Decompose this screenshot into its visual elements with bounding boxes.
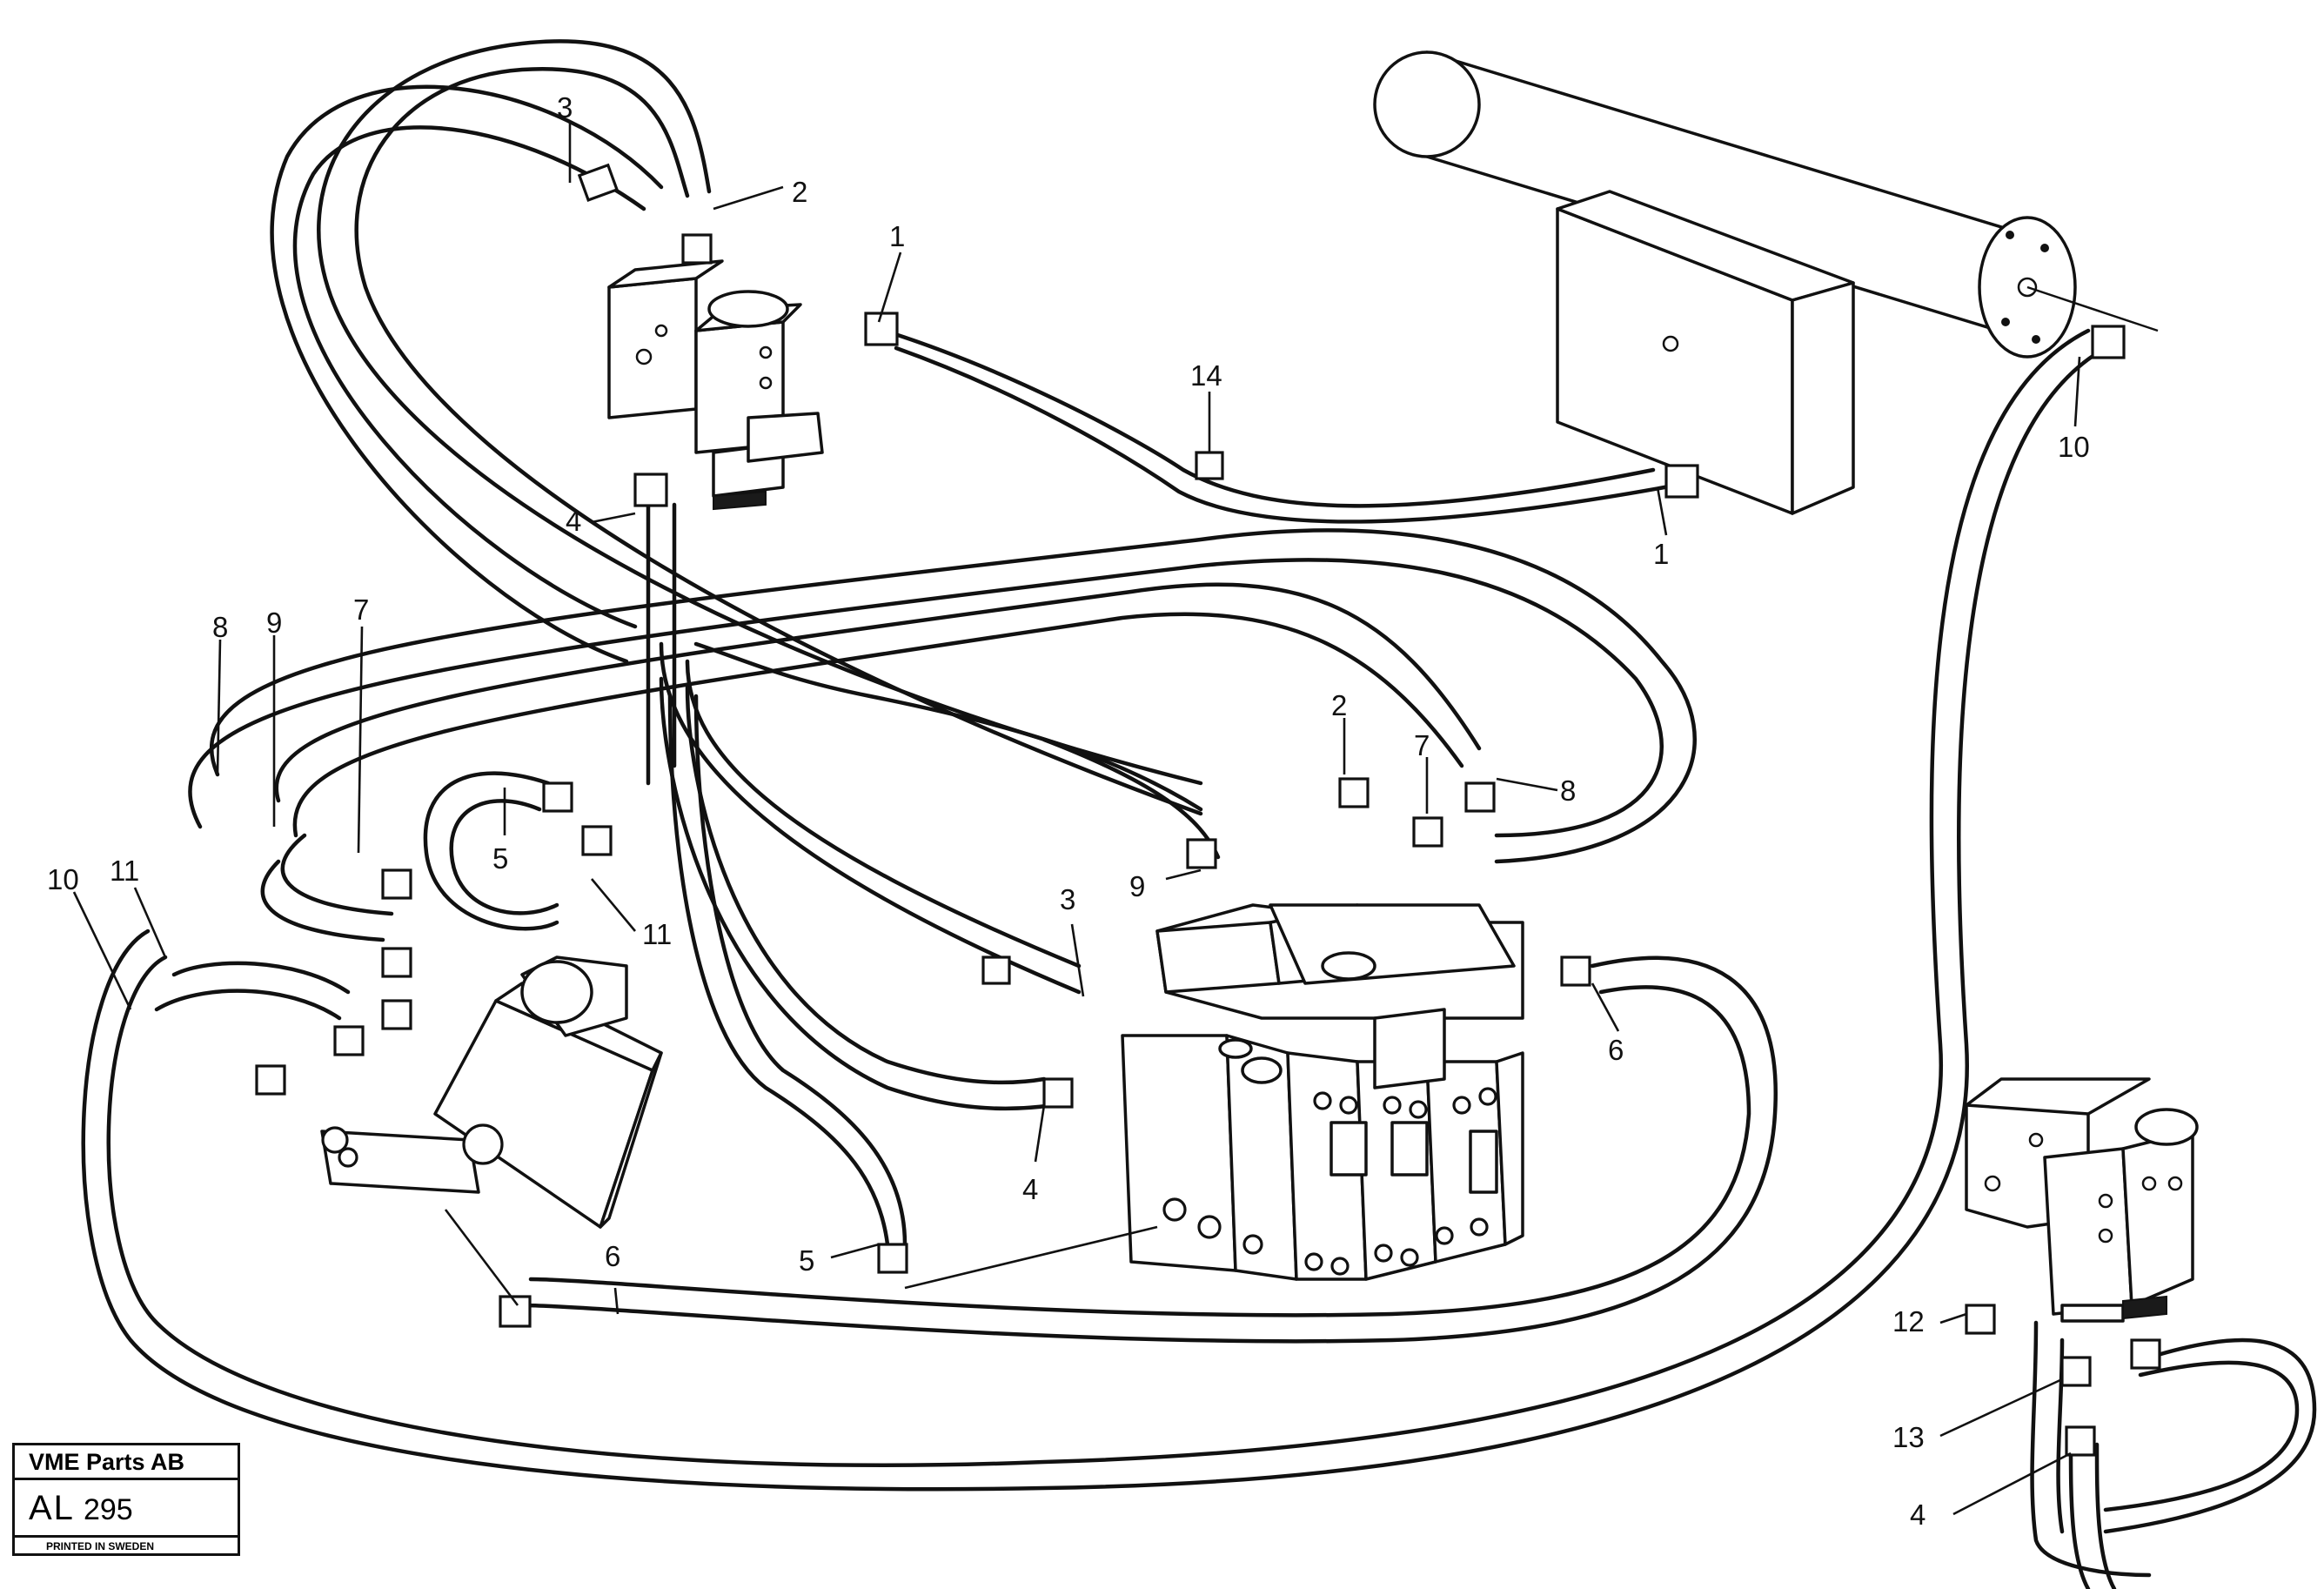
- drawing-code-prefix: AL: [29, 1489, 75, 1527]
- callout-10-right: 10: [2058, 431, 2090, 463]
- drawing-code-number: 295: [83, 1493, 133, 1526]
- callout-9-left: 9: [266, 607, 282, 639]
- accumulator-tank: [1373, 50, 2159, 359]
- callout-8-left: 8: [212, 611, 228, 643]
- callout-6-right: 6: [1608, 1034, 1624, 1066]
- callout-labels: 3 2 1 14 1 10 4 8 9 7 10 11 5 11 2 7 8 9…: [47, 91, 2090, 1531]
- valve-box-right: [1556, 190, 1855, 515]
- callout-2-mid: 2: [1331, 689, 1347, 721]
- leader-lines: [72, 122, 2081, 1516]
- callout-3-top: 3: [557, 91, 573, 124]
- callout-1-right: 1: [1653, 538, 1669, 570]
- callout-8-mid: 8: [1560, 774, 1576, 807]
- callout-7-left: 7: [353, 593, 369, 626]
- callout-4-mid: 4: [1022, 1173, 1038, 1205]
- callout-10-left: 10: [47, 863, 79, 895]
- callout-14: 14: [1190, 359, 1222, 392]
- callout-1-top: 1: [889, 220, 905, 252]
- callout-11-left: 11: [110, 855, 139, 887]
- company-name: VME Parts AB: [15, 1445, 238, 1480]
- fittings: [255, 163, 2161, 1457]
- callout-5-left: 5: [492, 842, 508, 875]
- callout-4-bottom: 4: [1910, 1498, 1926, 1531]
- solenoid-valve-left: [320, 955, 663, 1229]
- solenoid-valve-top: [607, 259, 824, 511]
- printed-note: PRINTED IN SWEDEN: [46, 1540, 155, 1552]
- callout-12: 12: [1892, 1305, 1925, 1338]
- callout-7-mid: 7: [1414, 729, 1430, 761]
- main-control-valve: [1121, 903, 1524, 1281]
- callout-6-bottom: 6: [605, 1240, 620, 1272]
- valve-bottom-right: [1965, 1077, 2199, 1323]
- callout-5-mid: 5: [799, 1244, 814, 1277]
- callout-9-mid: 9: [1129, 870, 1145, 902]
- callout-3-mid: 3: [1060, 883, 1075, 915]
- callout-2-top: 2: [792, 176, 807, 208]
- callout-11-mid: 11: [642, 918, 672, 950]
- callout-4-top: 4: [566, 505, 581, 537]
- callout-13: 13: [1892, 1421, 1925, 1453]
